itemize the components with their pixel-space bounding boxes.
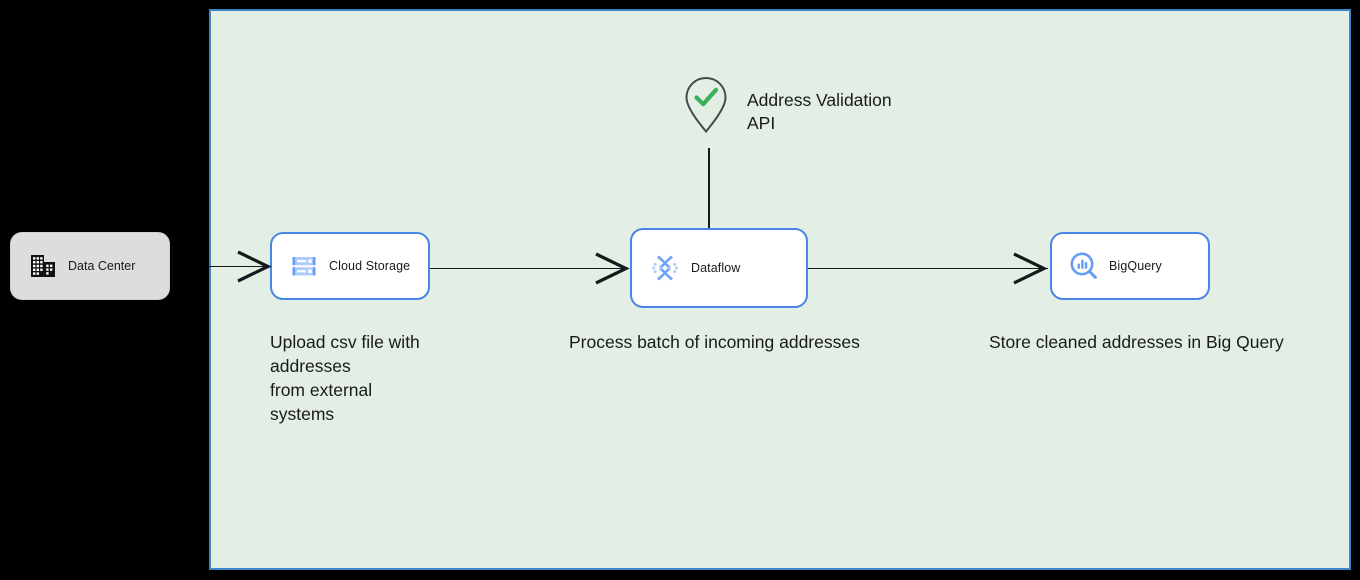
arrowhead-right-icon [236, 250, 272, 284]
connector-line [708, 148, 710, 228]
bigquery-icon [1069, 251, 1099, 281]
node-address-validation-api-label: Address Validation API [747, 90, 892, 133]
dataflow-icon [649, 252, 681, 284]
arrowhead-right-icon [594, 252, 630, 286]
node-bigquery[interactable]: BigQuery [1050, 232, 1210, 300]
caption-cloud-storage: Upload csv file with addresses from exte… [270, 332, 420, 424]
caption-dataflow: Process batch of incoming addresses [569, 332, 860, 352]
connector-line [430, 268, 628, 269]
arrowhead-right-icon [1012, 252, 1048, 286]
node-dataflow-label: Dataflow [691, 261, 741, 275]
connector-line [808, 268, 1048, 269]
node-data-center[interactable]: Data Center [10, 232, 170, 300]
node-dataflow[interactable]: Dataflow [630, 228, 808, 308]
connector-line [208, 266, 264, 267]
map-pin-check-icon [683, 76, 729, 134]
node-cloud-storage-label: Cloud Storage [329, 259, 411, 273]
data-center-building-icon [30, 253, 56, 279]
node-bigquery-label: BigQuery [1109, 259, 1162, 273]
caption-bigquery: Store cleaned addresses in Big Query [989, 332, 1284, 352]
node-cloud-storage[interactable]: Cloud Storage [270, 232, 430, 300]
node-data-center-label: Data Center [68, 259, 136, 273]
node-address-validation-api[interactable]: Address Validation API [683, 76, 892, 135]
cloud-storage-icon [289, 251, 319, 281]
